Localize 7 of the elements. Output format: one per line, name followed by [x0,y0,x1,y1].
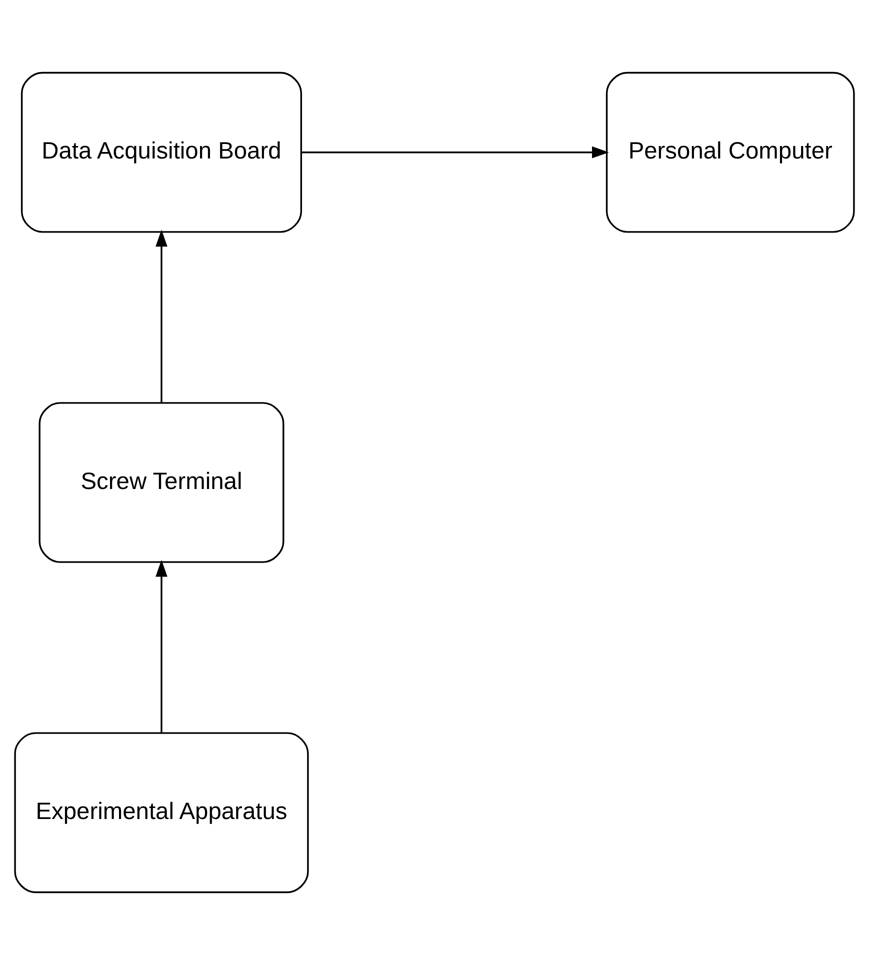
node-box: Personal Computer [606,72,855,233]
arrow [302,146,609,158]
arrow [156,230,168,403]
node-box: Experimental Apparatus [14,732,309,894]
node-box: Data Acquisition Board [20,72,302,233]
node-box: Screw Terminal [38,402,284,563]
arrow [156,560,168,733]
